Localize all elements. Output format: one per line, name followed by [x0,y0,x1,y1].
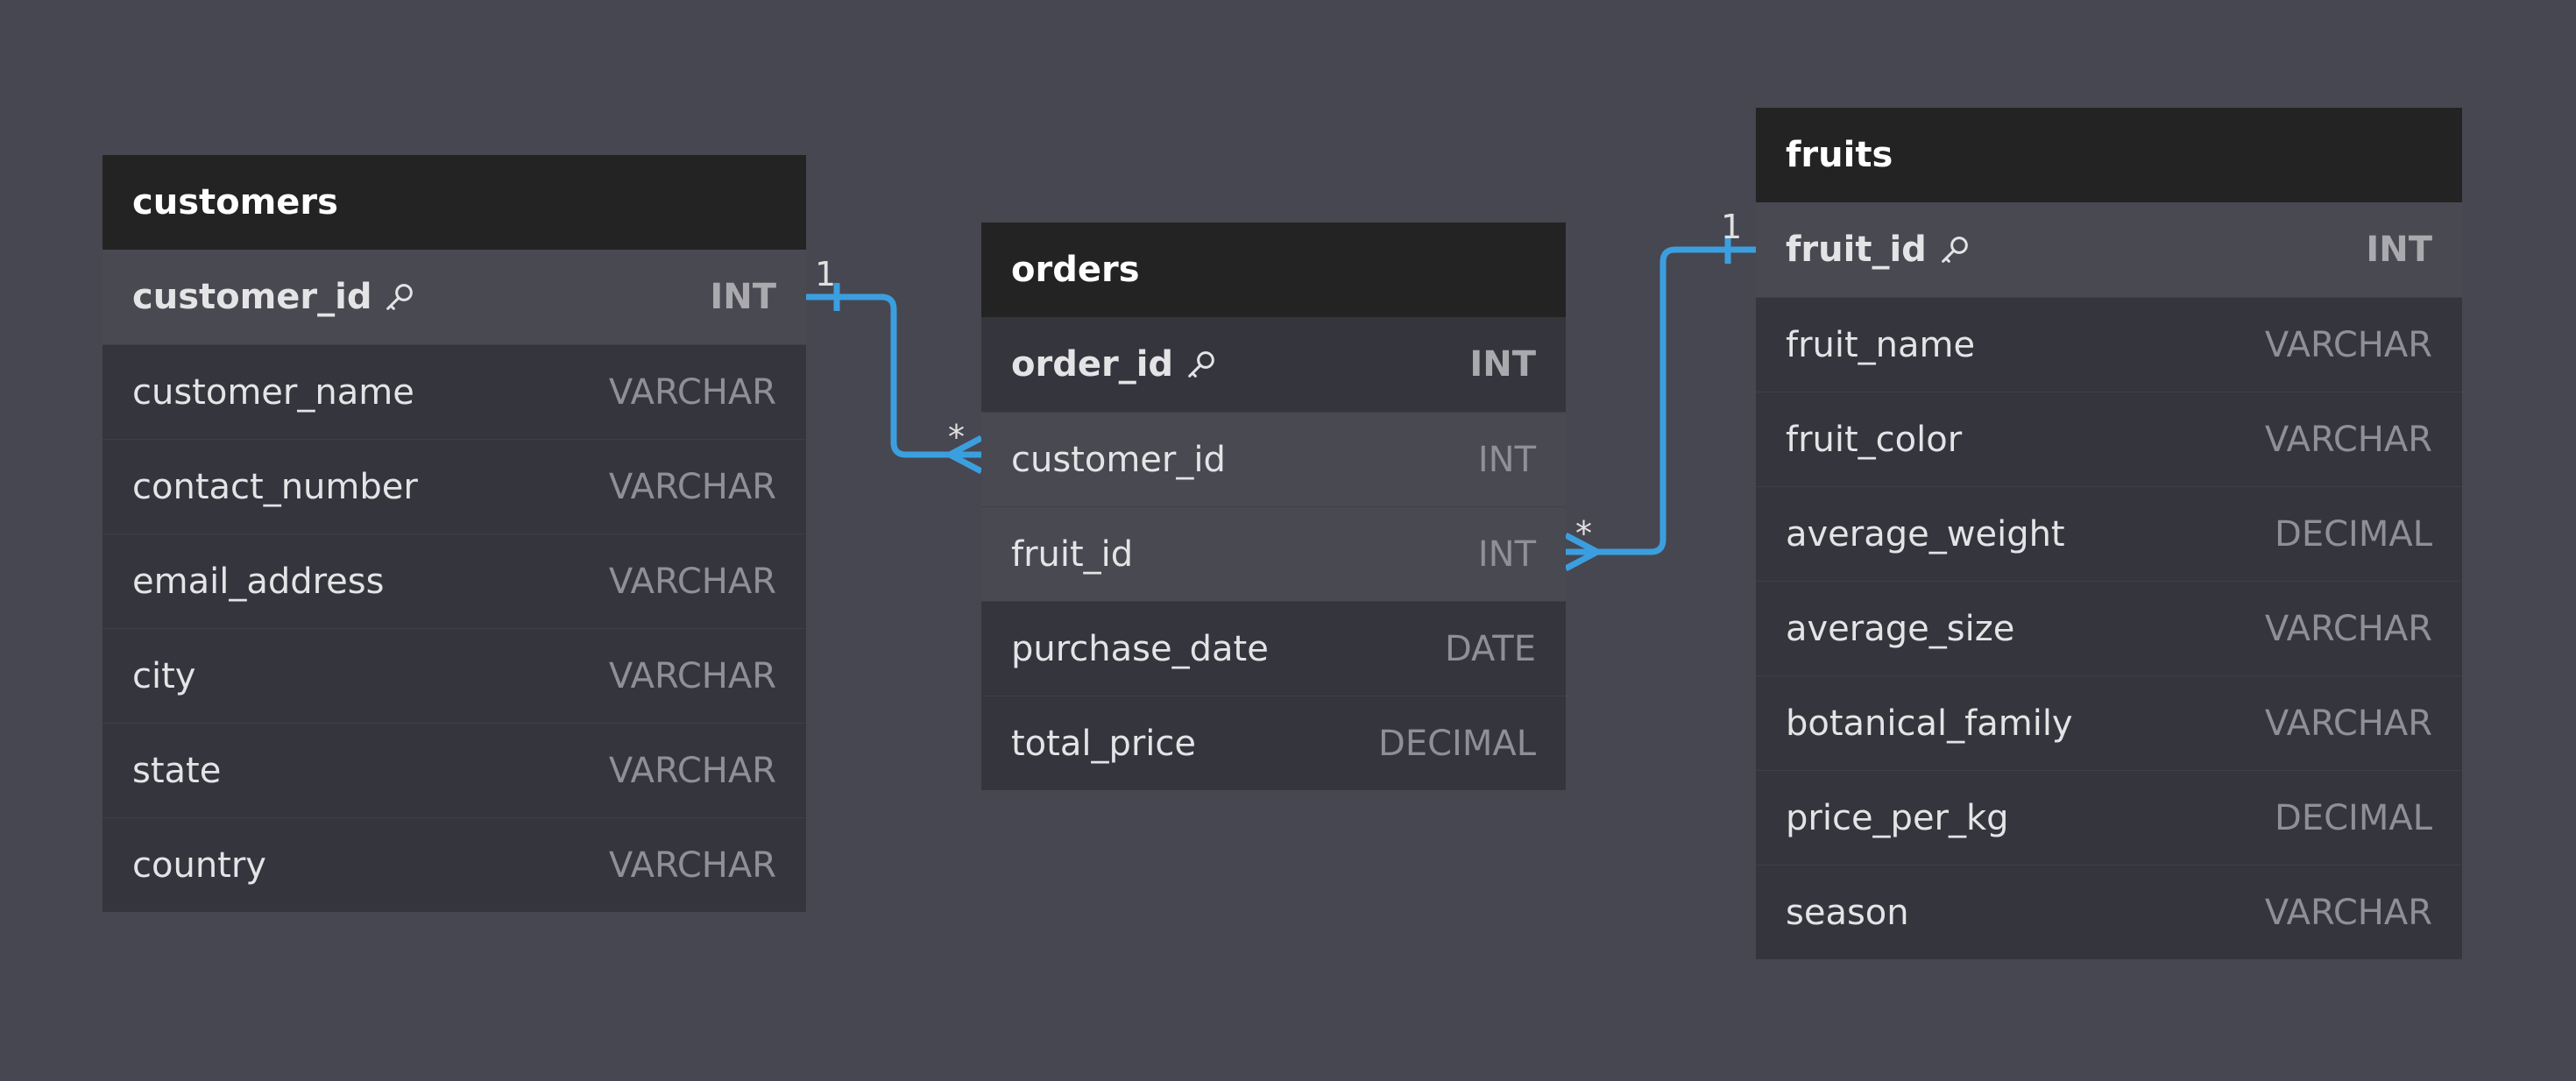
cardinality-label-one: 1 [815,255,836,293]
cardinality-many-crowfoot [1564,532,1599,572]
table-customers[interactable]: customers customer_id INT customer_name … [103,155,806,912]
column-name: customer_name [132,371,414,413]
column-type: VARCHAR [608,561,776,602]
table-fruits[interactable]: fruits fruit_id INT fruit_name VARCHAR f… [1756,108,2462,959]
column-type: VARCHAR [2264,324,2432,365]
primary-key-icon [1188,351,1214,378]
column-type: INT [2366,230,2432,270]
column-name: fruit_id [1786,230,1927,270]
primary-key-icon [386,284,414,310]
column-row[interactable]: order_id INT [981,317,1566,412]
column-type: INT [1477,533,1536,575]
column-type: INT [1477,439,1536,480]
column-row[interactable]: botanical_family VARCHAR [1756,675,2462,770]
column-type: VARCHAR [608,750,776,791]
cardinality-label-many: * [1575,514,1592,553]
connector-line-customers-orders [806,293,981,458]
column-type: VARCHAR [608,466,776,507]
column-name: country [132,844,266,886]
column-row[interactable]: fruit_id INT [1756,202,2462,297]
column-name: average_size [1786,608,2015,649]
table-orders[interactable]: orders order_id INT customer_id INT frui… [981,223,1566,790]
column-name: price_per_kg [1786,797,2009,838]
column-name: state [132,750,222,791]
column-name: fruit_name [1786,324,1976,365]
column-row[interactable]: country VARCHAR [103,817,806,912]
column-name: fruit_id [1011,533,1134,575]
column-row[interactable]: total_price DECIMAL [981,696,1566,790]
primary-key-icon [1941,237,1968,263]
cardinality-label-many: * [948,418,965,456]
connector-line-fruits-orders [1566,246,1756,555]
column-name: purchase_date [1011,628,1269,669]
column-type: VARCHAR [608,371,776,413]
column-name: average_weight [1786,513,2065,555]
column-type: VARCHAR [2264,419,2432,460]
column-name: fruit_color [1786,419,1963,460]
column-type: DECIMAL [2275,797,2432,838]
table-header[interactable]: fruits [1756,108,2462,202]
column-row[interactable]: city VARCHAR [103,628,806,723]
column-row[interactable]: fruit_name VARCHAR [1756,297,2462,392]
column-type: VARCHAR [2264,703,2432,744]
column-row[interactable]: state VARCHAR [103,723,806,817]
column-name: customer_id [1011,439,1226,480]
relation-fruits-orders[interactable]: 1 * [1564,208,1756,572]
column-row[interactable]: customer_id INT [981,412,1566,506]
column-row[interactable]: season VARCHAR [1756,865,2462,959]
column-row[interactable]: average_weight DECIMAL [1756,486,2462,581]
column-name: email_address [132,561,385,602]
column-row[interactable]: email_address VARCHAR [103,533,806,628]
column-row[interactable]: fruit_color VARCHAR [1756,392,2462,486]
column-name: city [132,655,196,696]
column-row[interactable]: customer_id INT [103,250,806,344]
cardinality-label-one: 1 [1721,208,1742,246]
column-type: VARCHAR [2264,608,2432,649]
column-type: DECIMAL [1378,723,1536,764]
column-row[interactable]: contact_number VARCHAR [103,439,806,533]
column-type: INT [710,277,776,317]
column-name: contact_number [132,466,418,507]
relation-customers-orders[interactable]: 1 * [806,255,983,475]
column-type: VARCHAR [608,655,776,696]
column-name: order_id [1011,344,1174,385]
table-header[interactable]: orders [981,223,1566,317]
column-type: DECIMAL [2275,513,2432,555]
column-type: INT [1469,344,1536,385]
column-name: botanical_family [1786,703,2073,744]
column-row[interactable]: purchase_date DATE [981,601,1566,696]
cardinality-many-crowfoot [948,435,983,475]
column-row[interactable]: fruit_id INT [981,506,1566,601]
column-type: DATE [1444,628,1536,669]
table-header[interactable]: customers [103,155,806,250]
column-type: VARCHAR [2264,892,2432,933]
column-name: total_price [1011,723,1197,764]
column-type: VARCHAR [608,844,776,886]
column-row[interactable]: price_per_kg DECIMAL [1756,770,2462,865]
column-name: customer_id [132,277,372,317]
column-row[interactable]: customer_name VARCHAR [103,344,806,439]
column-name: season [1786,892,1909,933]
column-row[interactable]: average_size VARCHAR [1756,581,2462,675]
